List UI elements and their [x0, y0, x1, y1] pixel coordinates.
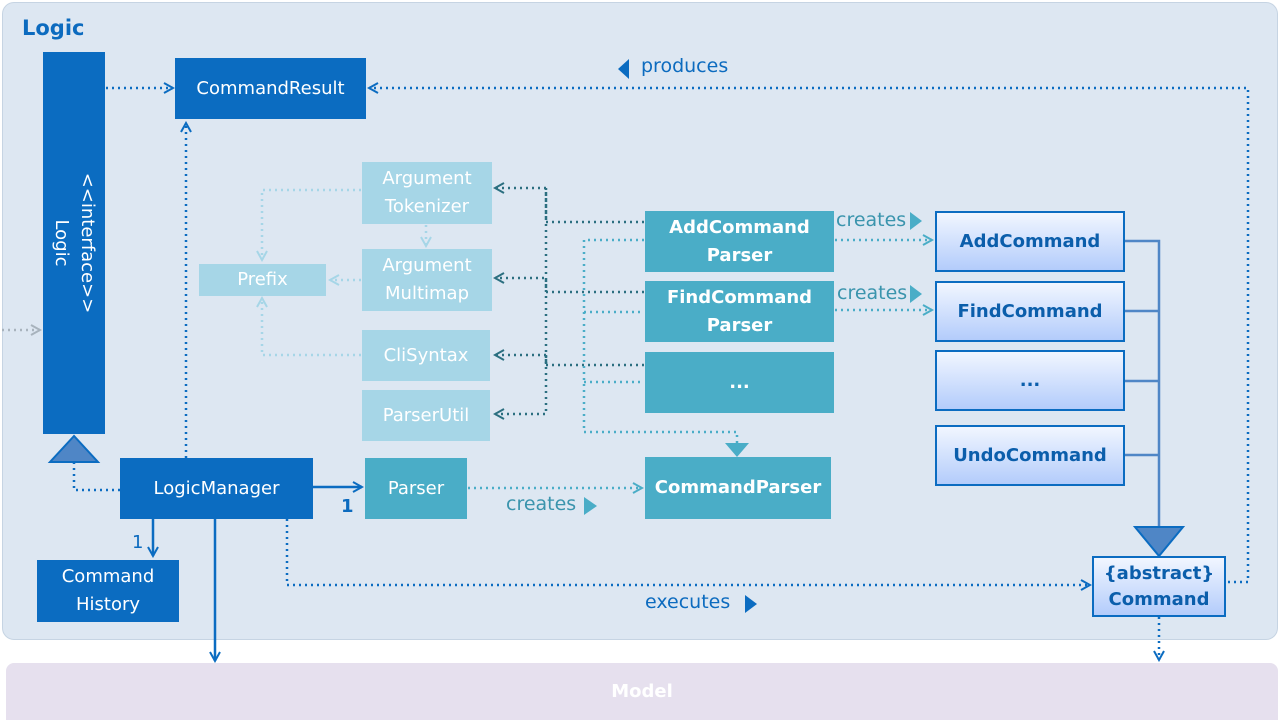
realization-triangle — [47, 434, 101, 463]
edge-realization — [72, 462, 120, 492]
creates-add-label: creates — [836, 209, 907, 231]
commandparser-triangle — [725, 443, 749, 457]
generalization-triangle — [1132, 526, 1186, 558]
creates-find-triangle — [910, 285, 922, 303]
find-command-class: FindCommand — [935, 281, 1125, 342]
interface-stereotype: <<interface>> — [77, 172, 98, 314]
edge-tokenizer-prefix — [262, 188, 361, 260]
more-commands-class: ... — [935, 350, 1125, 411]
edge-to-multimap — [495, 278, 644, 294]
creates-parser-triangle — [584, 497, 597, 515]
edge-generalization — [1125, 239, 1161, 527]
find-command-parser-class: FindCommand Parser — [645, 281, 834, 342]
command-parser-class: CommandParser — [645, 457, 831, 519]
argument-multimap-class: Argument Multimap — [362, 249, 492, 311]
interface-name: Logic — [51, 219, 72, 267]
produces-triangle — [618, 59, 629, 79]
prefix-class: Prefix — [199, 264, 326, 296]
creates-find-label: creates — [837, 282, 908, 304]
creates-parser-label: creates — [506, 493, 577, 515]
undo-command-class: UndoCommand — [935, 425, 1125, 486]
edge-to-commandparser — [582, 238, 739, 443]
add-command-class: AddCommand — [935, 211, 1125, 272]
executes-label: executes — [645, 591, 731, 613]
parser-class: Parser — [365, 458, 467, 519]
add-command-parser-class: AddCommand Parser — [645, 211, 834, 272]
executes-triangle — [745, 595, 757, 613]
command-history-class: Command History — [37, 560, 179, 622]
command-result-class: CommandResult — [175, 58, 366, 119]
more-parsers-class: ... — [645, 352, 834, 413]
history-multiplicity: 1 — [132, 532, 144, 553]
creates-add-triangle — [910, 212, 922, 230]
frame-title: Logic — [22, 16, 85, 40]
parser-util-class: ParserUtil — [362, 390, 490, 441]
abstract-command-class: {abstract} Command — [1092, 556, 1226, 617]
edge-to-clisyntax — [495, 355, 644, 367]
logic-manager-class: LogicManager — [120, 458, 313, 519]
edge-executes — [285, 519, 1090, 585]
model-label: Model — [611, 681, 673, 702]
produces-label: produces — [641, 55, 729, 77]
logic-interface: <<interface>> Logic — [43, 52, 105, 434]
edge-to-parserutil — [495, 355, 548, 414]
cli-syntax-class: CliSyntax — [362, 330, 490, 381]
model-component: Model — [6, 663, 1278, 720]
edge-to-tokenizer — [495, 188, 644, 224]
edge-clisyntax-prefix — [262, 298, 361, 357]
parser-multiplicity: 1 — [341, 496, 354, 517]
argument-tokenizer-class: Argument Tokenizer — [362, 162, 492, 224]
